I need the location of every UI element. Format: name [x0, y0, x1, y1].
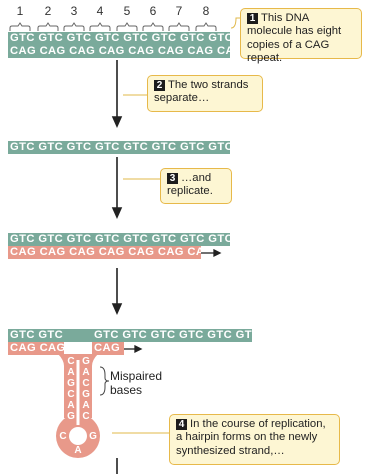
- step-badge-4: 4: [176, 419, 187, 430]
- hairpin-letter-left-5: A: [67, 400, 75, 411]
- repeat-number-6: 6: [149, 4, 157, 18]
- repeat-number-3: 3: [70, 4, 78, 18]
- hairpin-letter-right-6: C: [82, 411, 90, 422]
- repeat-number-4: 4: [96, 4, 104, 18]
- hairpin-template-gap: [64, 329, 94, 342]
- repeat-number-8: 8: [202, 4, 210, 18]
- hairpin-letter-right-3: C: [82, 378, 90, 389]
- hairpin: [56, 354, 100, 458]
- hairpin-loop-letter-2: A: [74, 445, 82, 456]
- repeat-number-1: 1: [16, 4, 24, 18]
- replicate-new-strand: CAG CAG CAG CAG CAG CAG CAG: [8, 246, 201, 259]
- hairpin-letter-right-1: G: [82, 356, 90, 367]
- hairpin-loop-hole: [69, 427, 87, 445]
- step-text-2: The two strands separate…: [154, 79, 249, 105]
- hairpin-letter-right-4: G: [82, 389, 90, 400]
- growth-arrow-2-head: [134, 344, 143, 354]
- hairpin-loop-letter-1: C: [59, 431, 67, 442]
- step-arrow-1-head: [111, 116, 123, 128]
- hairpin-letter-right-5: A: [82, 400, 90, 411]
- hairpin-new-right: CAG: [92, 342, 124, 355]
- hairpin-template-left: GTC GTC: [8, 329, 64, 342]
- bottom-strand-initial: CAG CAG CAG CAG CAG CAG CAG CAG: [8, 45, 230, 58]
- step-text-1: This DNA molecule has eight copies of a …: [247, 12, 342, 65]
- step-badge-2: 2: [154, 80, 165, 91]
- mispaired-brace: [99, 366, 110, 396]
- step-badge-1: 1: [247, 13, 258, 24]
- step-arrow-3-head: [111, 303, 123, 315]
- hairpin-letter-left-2: A: [67, 367, 75, 378]
- top-strand-initial: GTC GTC GTC GTC GTC GTC GTC GTC: [8, 32, 230, 45]
- separated-strand: GTC GTC GTC GTC GTC GTC GTC GTC: [8, 141, 230, 154]
- mispaired-label: Mispaired bases: [110, 369, 163, 397]
- hairpin-template-right: GTC GTC GTC GTC GTC GTC: [92, 329, 252, 342]
- callout-connectors: [112, 17, 240, 434]
- callout-step-3: 3…and replicate.: [160, 168, 232, 204]
- hairpin-letter-left-3: G: [67, 378, 75, 389]
- replicate-template-strand: GTC GTC GTC GTC GTC GTC GTC GTC: [8, 233, 230, 246]
- step-arrow-2-head: [111, 207, 123, 219]
- hairpin-letter-left-4: C: [67, 389, 75, 400]
- hairpin-letter-left-6: G: [67, 411, 75, 422]
- growth-arrow-1-head: [213, 248, 222, 258]
- repeat-number-5: 5: [123, 4, 131, 18]
- hairpin-letter-right-2: A: [82, 367, 90, 378]
- step-badge-3: 3: [167, 173, 178, 184]
- repeat-braces: [9, 22, 217, 31]
- hairpin-new-left: CAG CAG: [8, 342, 64, 355]
- hairpin-loop-letter-3: G: [89, 431, 97, 442]
- repeat-number-2: 2: [44, 4, 52, 18]
- hairpin-letter-left-1: C: [67, 356, 75, 367]
- step-text-4: In the course of replication, a hairpin …: [176, 418, 326, 457]
- repeat-number-7: 7: [175, 4, 183, 18]
- step-text-3: …and replicate.: [167, 172, 213, 198]
